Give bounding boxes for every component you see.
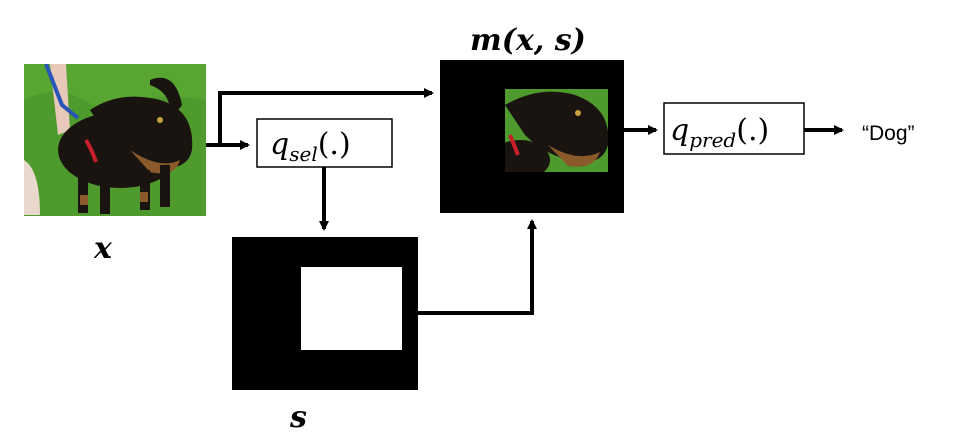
- masked-dog-crop: [505, 89, 608, 172]
- dog-head: [90, 96, 193, 169]
- selector-label: qsel(.): [270, 127, 351, 166]
- person-leg: [24, 160, 40, 215]
- predictor-args: (.): [736, 113, 769, 148]
- predictor-label: qpred(.): [670, 113, 769, 152]
- dog-eye: [157, 117, 163, 123]
- selector-base: q: [270, 127, 289, 162]
- input-label: x: [93, 231, 113, 266]
- predictor-sub: pred: [689, 128, 736, 152]
- selection-window: [301, 267, 402, 350]
- dog-leg: [140, 170, 150, 210]
- input-dog-image: [24, 64, 206, 216]
- selector-sub: sel: [289, 142, 318, 166]
- dog-leg: [160, 165, 170, 207]
- selector-box: [256, 118, 393, 168]
- output-label: “Dog”: [862, 122, 915, 145]
- masked-label-s: s: [554, 23, 572, 58]
- dog-leg: [100, 178, 110, 214]
- selection-label: s: [289, 400, 307, 435]
- predictor-base: q: [670, 113, 689, 148]
- masked-label-prefix: m(: [470, 23, 518, 58]
- dog-collar: [84, 138, 98, 163]
- predictor-box: [663, 102, 805, 155]
- masked-input-label: m(x, s): [470, 23, 586, 58]
- arrow-input-to-masked: [218, 88, 434, 145]
- dog-tail: [150, 77, 182, 112]
- masked-label-x: x: [515, 23, 535, 58]
- selector-args: (.): [318, 127, 351, 162]
- arrow-mask-to-masked: [418, 219, 537, 315]
- masked-label-comma: ,: [533, 23, 555, 58]
- masked-label-suffix: ): [570, 23, 586, 58]
- dog-leg: [78, 175, 88, 213]
